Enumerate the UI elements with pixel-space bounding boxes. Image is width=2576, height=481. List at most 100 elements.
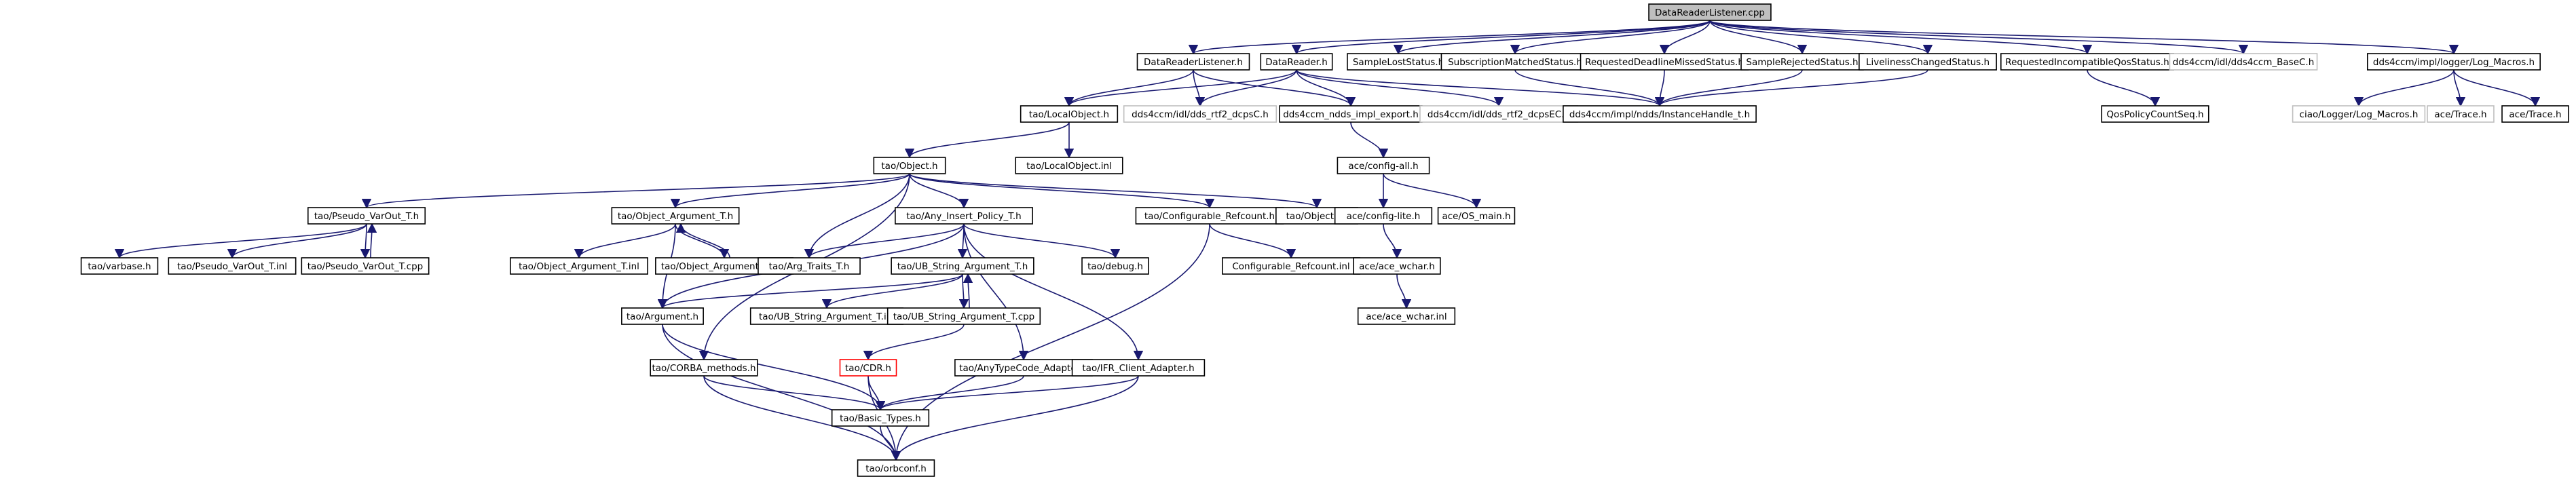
node-dds4ccm-impl-logger-log-macros-h[interactable]: dds4ccm/impl/logger/Log_Macros.h	[2367, 53, 2541, 71]
node-box	[891, 257, 1034, 275]
node-samplerejectedstatus-h[interactable]: SampleRejectedStatus.h	[1740, 53, 1864, 71]
node-tao-configurable-refcount-h[interactable]: tao/Configurable_Refcount.h	[1135, 207, 1284, 225]
node-label: tao/LocalObject.inl	[1026, 161, 1112, 172]
edge-n25-to-n47	[963, 223, 1144, 361]
node-tao-anytypecode-adapter-h[interactable]: tao/AnyTypeCode_Adapter.h	[954, 359, 1093, 377]
edge-n5-to-n15	[1654, 69, 1665, 107]
node-dds4ccm-idl-dds-rtf2-dcpsec-h[interactable]: dds4ccm/idl/dds_rtf2_dcpsEC.h	[1419, 105, 1578, 123]
edge-n0-to-n5	[1659, 20, 1711, 55]
node-tao-debug-h[interactable]: tao/debug.h	[1081, 257, 1149, 275]
edge-n8-to-n16	[2087, 69, 2161, 107]
node-box	[611, 207, 740, 225]
node-label: tao/varbase.h	[88, 261, 151, 272]
node-box	[831, 409, 930, 427]
node-tao-object-argument-t-h[interactable]: tao/Object_Argument_T.h	[611, 207, 740, 225]
node-dds4ccm-ndds-impl-export-h[interactable]: dds4ccm_ndds_impl_export.h	[1279, 105, 1423, 123]
node-tao-ub-string-argument-t-h[interactable]: tao/UB_String_Argument_T.h	[891, 257, 1034, 275]
node-box	[2101, 105, 2209, 123]
edge-n42-to-n36	[963, 273, 973, 309]
node-label: ace/config-all.h	[1348, 161, 1418, 172]
edge-n47-to-n49	[891, 375, 1139, 461]
node-ace-ace-wchar-inl[interactable]: ace/ace_wchar.inl	[1357, 307, 1456, 325]
node-sampleloststatus-h[interactable]: SampleLostStatus.h	[1347, 53, 1450, 71]
edge-n40-to-n49	[662, 324, 901, 461]
node-configurable-refcount-inl[interactable]: Configurable_Refcount.inl	[1222, 257, 1360, 275]
node-label: SubscriptionMatchedStatus.h	[1448, 57, 1582, 68]
node-box	[954, 359, 1093, 377]
node-ace-ace-wchar-h[interactable]: ace/ace_wchar.h	[1353, 257, 1441, 275]
node-box	[857, 459, 935, 477]
node-ace-trace-h[interactable]: ace/Trace.h	[2501, 105, 2569, 123]
node-datareader-h[interactable]: DataReader.h	[1260, 53, 1333, 71]
node-box	[168, 257, 297, 275]
node-box	[1353, 257, 1441, 275]
node-tao-varbase-h[interactable]: tao/varbase.h	[80, 257, 159, 275]
node-label: QosPolicyCountSeq.h	[2106, 109, 2203, 120]
edge-n20-to-n23	[362, 173, 910, 209]
node-label: tao/orbconf.h	[865, 463, 927, 474]
node-label: dds4ccm/idl/dds_rtf2_dcpsC.h	[1132, 109, 1269, 120]
node-label: tao/UB_String_Argument_T.inl	[759, 311, 895, 322]
node-label: tao/Object_Argument_T.cpp	[661, 261, 787, 272]
node-tao-localobject-inl[interactable]: tao/LocalObject.inl	[1015, 157, 1123, 174]
edge-n48-to-n49	[880, 425, 901, 461]
edge-n1-to-n11	[1064, 69, 1194, 107]
node-tao-pseudo-varout-t-h[interactable]: tao/Pseudo_VarOut_T.h	[307, 207, 426, 225]
node-label: DataReader.h	[1265, 57, 1328, 68]
node-subscriptionmatchedstatus-h[interactable]: SubscriptionMatchedStatus.h	[1440, 53, 1590, 71]
node-label: tao/UB_String_Argument_T.cpp	[893, 311, 1035, 322]
node-tao-basic-types-h[interactable]: tao/Basic_Types.h	[831, 409, 930, 427]
edge-n28-to-n39	[1383, 223, 1402, 259]
node-label: tao/IFR_Client_Adapter.h	[1082, 363, 1194, 374]
edge-n6-to-n15	[1654, 69, 1803, 107]
node-tao-ub-string-argument-t-inl[interactable]: tao/UB_String_Argument_T.inl	[749, 307, 904, 325]
node-layer: DataReaderListener.cppDataReaderListener…	[80, 3, 2569, 477]
edge-n0-to-n1	[1189, 20, 1711, 55]
edge-n0-to-n10	[1709, 20, 2459, 55]
node-tao-pseudo-varout-t-inl[interactable]: tao/Pseudo_VarOut_T.inl	[168, 257, 297, 275]
node-tao-ub-string-argument-t-cpp[interactable]: tao/UB_String_Argument_T.cpp	[886, 307, 1041, 325]
edge-n0-to-n7	[1709, 20, 1933, 55]
edge-n10-to-n18	[2453, 69, 2466, 107]
node-livelinesschangedstatus-h[interactable]: LivelinessChangedStatus.h	[1859, 53, 1997, 71]
node-tao-localobject-h[interactable]: tao/LocalObject.h	[1020, 105, 1119, 123]
node-box	[1580, 53, 1749, 71]
node-label: dds4ccm/impl/logger/Log_Macros.h	[2373, 57, 2535, 68]
node-box	[1419, 105, 1578, 123]
node-dds4ccm-impl-ndds-instancehandle-t-h[interactable]: dds4ccm/impl/ndds/InstanceHandle_t.h	[1563, 105, 1757, 123]
edge-n40-to-n48	[662, 324, 886, 411]
edge-n0-to-n9	[1709, 20, 2248, 55]
node-box	[758, 257, 861, 275]
node-ace-os-main-h[interactable]: ace/OS_main.h	[1437, 207, 1516, 225]
node-dds4ccm-idl-dds4ccm-basec-h[interactable]: dds4ccm/idl/dds4ccm_BaseC.h	[2169, 53, 2318, 71]
node-ace-config-lite-h[interactable]: ace/config-lite.h	[1334, 207, 1433, 225]
node-dds4ccm-idl-dds-rtf2-dcpsc-h[interactable]: dds4ccm/idl/dds_rtf2_dcpsC.h	[1123, 105, 1277, 123]
node-ace-config-all-h[interactable]: ace/config-all.h	[1337, 157, 1430, 174]
node-tao-any-insert-policy-t-h[interactable]: tao/Any_Insert_Policy_T.h	[895, 207, 1033, 225]
node-box	[1279, 105, 1423, 123]
edge-n26-to-n38	[1209, 223, 1296, 259]
node-tao-pseudo-varout-t-cpp[interactable]: tao/Pseudo_VarOut_T.cpp	[301, 257, 430, 275]
node-datareaderlistener-cpp[interactable]: DataReaderListener.cpp	[1648, 3, 1772, 21]
node-ace-trace-h[interactable]: ace/Trace.h	[2427, 105, 2495, 123]
node-requesteddeadlinemissedstatus-h[interactable]: RequestedDeadlineMissedStatus.h	[1580, 53, 1749, 71]
edge-n2-to-n13	[1296, 69, 1356, 107]
edge-n23-to-n31	[227, 223, 367, 259]
node-tao-argument-h[interactable]: tao/Argument.h	[621, 307, 704, 325]
node-datareaderlistener-h[interactable]: DataReaderListener.h	[1136, 53, 1250, 71]
node-tao-cdr-h[interactable]: tao/CDR.h	[839, 359, 897, 377]
node-tao-ifr-client-adapter-h[interactable]: tao/IFR_Client_Adapter.h	[1071, 359, 1206, 377]
node-box	[1071, 359, 1206, 377]
node-tao-object-h[interactable]: tao/Object.h	[873, 157, 946, 174]
node-qospolicycountseq-h[interactable]: QosPolicyCountSeq.h	[2101, 105, 2209, 123]
node-requestedincompatibleqosstatus-h[interactable]: RequestedIncompatibleQosStatus.h	[2000, 53, 2175, 71]
node-tao-object-argument-t-inl[interactable]: tao/Object_Argument_T.inl	[510, 257, 648, 275]
node-label: tao/Object_Argument_T.h	[618, 211, 733, 222]
node-label: tao/Object.inl	[1286, 211, 1348, 222]
node-tao-arg-traits-t-h[interactable]: tao/Arg_Traits_T.h	[758, 257, 861, 275]
node-tao-orbconf-h[interactable]: tao/orbconf.h	[857, 459, 935, 477]
edge-n22-to-n29	[1383, 173, 1482, 209]
node-tao-corba-methods-h[interactable]: tao/CORBA_methods.h	[650, 359, 758, 377]
node-ciao-logger-log-macros-h[interactable]: ciao/Logger/Log_Macros.h	[2292, 105, 2426, 123]
